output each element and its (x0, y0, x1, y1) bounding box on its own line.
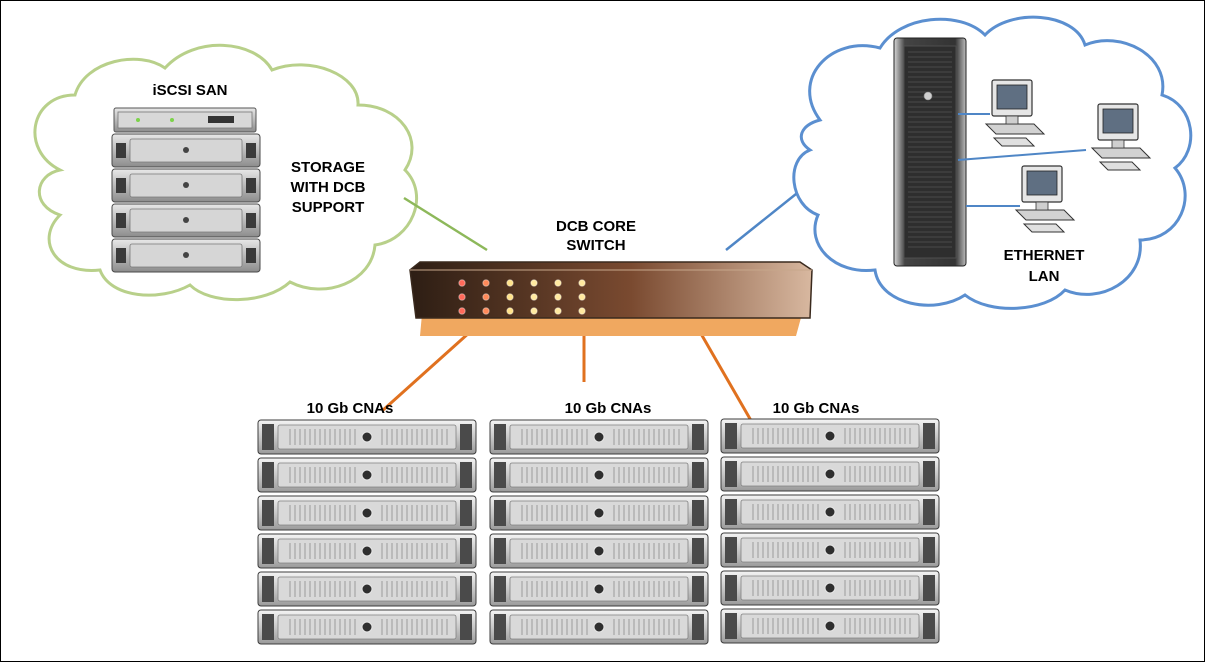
storage-unit (111, 133, 261, 168)
lan-label-line1: ETHERNET (1004, 247, 1085, 264)
rack-server (720, 608, 940, 644)
storage-controller (113, 107, 257, 133)
switch-led (530, 279, 538, 287)
lan-equipment (893, 37, 1152, 267)
lan-wires (957, 113, 1087, 207)
workstation-icon (1014, 165, 1076, 233)
server-logo-icon (824, 430, 836, 442)
workstation-icon (1090, 103, 1152, 171)
lan-cloud (792, 15, 1193, 310)
rack-label-right: 10 Gb CNAs (773, 400, 860, 417)
server-logo-icon (593, 583, 605, 595)
rack-server (720, 456, 940, 492)
rack-server (489, 495, 709, 531)
rack-server (257, 533, 477, 569)
switch-led (458, 279, 466, 287)
storage-label-line3: SUPPORT (292, 199, 365, 216)
lan-cloud-outline (792, 15, 1193, 310)
server-logo-icon (361, 583, 373, 595)
switch-led (458, 293, 466, 301)
switch-led (458, 307, 466, 315)
rack-server (489, 419, 709, 455)
server-tower (893, 37, 967, 267)
rack-server (489, 533, 709, 569)
server-link-left (380, 330, 472, 413)
switch-label-line1: DCB CORE (556, 218, 636, 235)
switch-led (482, 307, 490, 315)
server-rack-left (257, 419, 477, 645)
rack-server (257, 571, 477, 607)
server-logo-icon (361, 545, 373, 557)
server-link-right (698, 331, 755, 425)
switch-led (482, 293, 490, 301)
switch-led (578, 279, 586, 287)
tower-logo-icon (923, 91, 933, 101)
switch-led (482, 279, 490, 287)
switch-led (506, 279, 514, 287)
workstation-icon (984, 79, 1046, 147)
server-logo-icon (824, 620, 836, 632)
switch-led (578, 307, 586, 315)
server-logo-icon (824, 544, 836, 556)
server-rack-center (489, 419, 709, 645)
switch-led (578, 293, 586, 301)
server-logo-icon (593, 545, 605, 557)
storage-label-line1: STORAGE (291, 159, 365, 176)
lan-label-line2: LAN (1029, 268, 1060, 285)
server-logo-icon (361, 621, 373, 633)
switch-label-line2: SWITCH (566, 237, 625, 254)
storage-label-line2: WITH DCB (291, 179, 366, 196)
rack-server (720, 570, 940, 606)
server-logo-icon (824, 468, 836, 480)
storage-link (403, 196, 488, 252)
rack-server (720, 532, 940, 568)
switch-led (506, 307, 514, 315)
server-logo-icon (593, 507, 605, 519)
server-logo-icon (361, 431, 373, 443)
storage-unit (111, 203, 261, 238)
server-racks (257, 418, 940, 645)
server-logo-icon (361, 507, 373, 519)
rack-server (720, 494, 940, 530)
storage-array (111, 107, 261, 273)
server-rack-right (720, 418, 940, 644)
switch-led (530, 307, 538, 315)
server-logo-icon (593, 431, 605, 443)
san-title: iSCSI SAN (152, 82, 227, 99)
storage-unit (111, 238, 261, 273)
switch-leds (458, 279, 586, 315)
rack-server (720, 418, 940, 454)
dcb-core-switch (409, 261, 813, 336)
rack-server (257, 609, 477, 645)
rack-server (257, 419, 477, 455)
rack-server (489, 457, 709, 493)
rack-label-center: 10 Gb CNAs (565, 400, 652, 417)
server-logo-icon (593, 621, 605, 633)
switch-led (554, 279, 562, 287)
switch-led (506, 293, 514, 301)
storage-unit (111, 168, 261, 203)
server-logo-icon (361, 469, 373, 481)
switch-led (554, 307, 562, 315)
rack-label-left: 10 Gb CNAs (307, 400, 394, 417)
switch-led (530, 293, 538, 301)
switch-led (554, 293, 562, 301)
server-logo-icon (593, 469, 605, 481)
rack-server (489, 571, 709, 607)
rack-server (489, 609, 709, 645)
connection-links (380, 193, 797, 425)
server-logo-icon (824, 582, 836, 594)
rack-server (257, 457, 477, 493)
rack-server (257, 495, 477, 531)
server-logo-icon (824, 506, 836, 518)
lan-link (725, 193, 797, 251)
